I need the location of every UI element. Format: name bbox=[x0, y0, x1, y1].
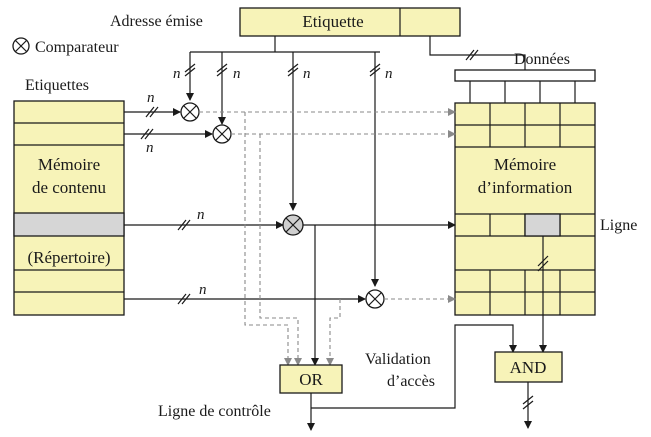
validation-line1: Validation bbox=[365, 351, 431, 368]
tag-memory: Mémoire de contenu (Répertoire) bbox=[13, 100, 125, 316]
bus-width-n-6: n bbox=[146, 140, 154, 156]
bus-width-n-2: n bbox=[233, 66, 241, 82]
address-register: Etiquette bbox=[239, 7, 461, 37]
donnees-label: Données bbox=[514, 51, 570, 68]
comparator-2 bbox=[212, 124, 232, 144]
comparator-4 bbox=[365, 289, 385, 309]
ligne-controle-label: Ligne de contrôle bbox=[158, 403, 271, 420]
data-output-register bbox=[454, 69, 596, 103]
repertoire-label: (Répertoire) bbox=[27, 248, 110, 267]
bus-width-n-8: n bbox=[199, 282, 207, 298]
and-gate: AND bbox=[494, 351, 563, 383]
data-memory: Mémoire d’information bbox=[454, 102, 596, 316]
etiquette-label: Etiquette bbox=[302, 12, 363, 31]
or-gate: OR bbox=[279, 364, 343, 394]
memoire-information-line2: d’information bbox=[478, 178, 573, 197]
or-label: OR bbox=[299, 370, 323, 389]
comparateur-label: Comparateur bbox=[35, 39, 119, 56]
bus-width-n-1: n bbox=[173, 66, 181, 82]
bus-width-n-7: n bbox=[197, 207, 205, 223]
and-label: AND bbox=[510, 358, 547, 377]
etiquettes-label: Etiquettes bbox=[25, 77, 89, 94]
bus-width-n-3: n bbox=[303, 66, 311, 82]
comparator-1 bbox=[180, 102, 200, 122]
memoire-contenu-line2: de contenu bbox=[32, 178, 107, 197]
bus-width-n-4: n bbox=[385, 66, 393, 82]
comparator-legend: Comparateur bbox=[12, 37, 119, 56]
bus-width-n-5: n bbox=[147, 90, 155, 106]
memoire-information-line1: Mémoire bbox=[494, 155, 556, 174]
comparator-3-match bbox=[282, 214, 304, 236]
adresse-emise-label: Adresse émise bbox=[110, 13, 203, 30]
memoire-contenu-line1: Mémoire bbox=[38, 155, 100, 174]
validation-line2: d’accès bbox=[387, 373, 435, 390]
ligne-label: Ligne bbox=[600, 217, 637, 234]
